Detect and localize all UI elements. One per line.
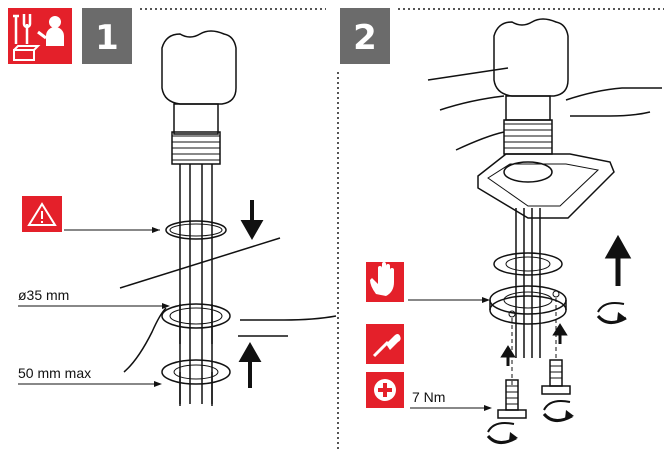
hand-icon [366,262,404,302]
step-1-illustration [119,30,337,406]
step-2-number: 2 [353,18,377,58]
diameter-label: ø35 mm [18,287,69,303]
max-thickness-label: 50 mm max [18,365,91,381]
warning-icon [22,196,62,232]
step-1-badge: 1 [82,8,132,64]
screwdriver-icon [366,324,404,364]
push-up-arrow [238,341,262,388]
torque-label: 7 Nm [412,389,445,405]
push-down-arrow [240,200,264,241]
step-1-number: 1 [95,18,119,58]
step-2-badge: 2 [340,8,390,64]
rotate-screw-2-icon [542,400,574,422]
rotate-clockwise-icon [596,302,627,324]
phillips-cross-icon [366,372,404,408]
rotate-screw-1-icon [486,422,518,444]
tools-person-icon [8,8,72,64]
lift-up-arrow [604,234,632,286]
step-2-illustration [427,18,662,444]
